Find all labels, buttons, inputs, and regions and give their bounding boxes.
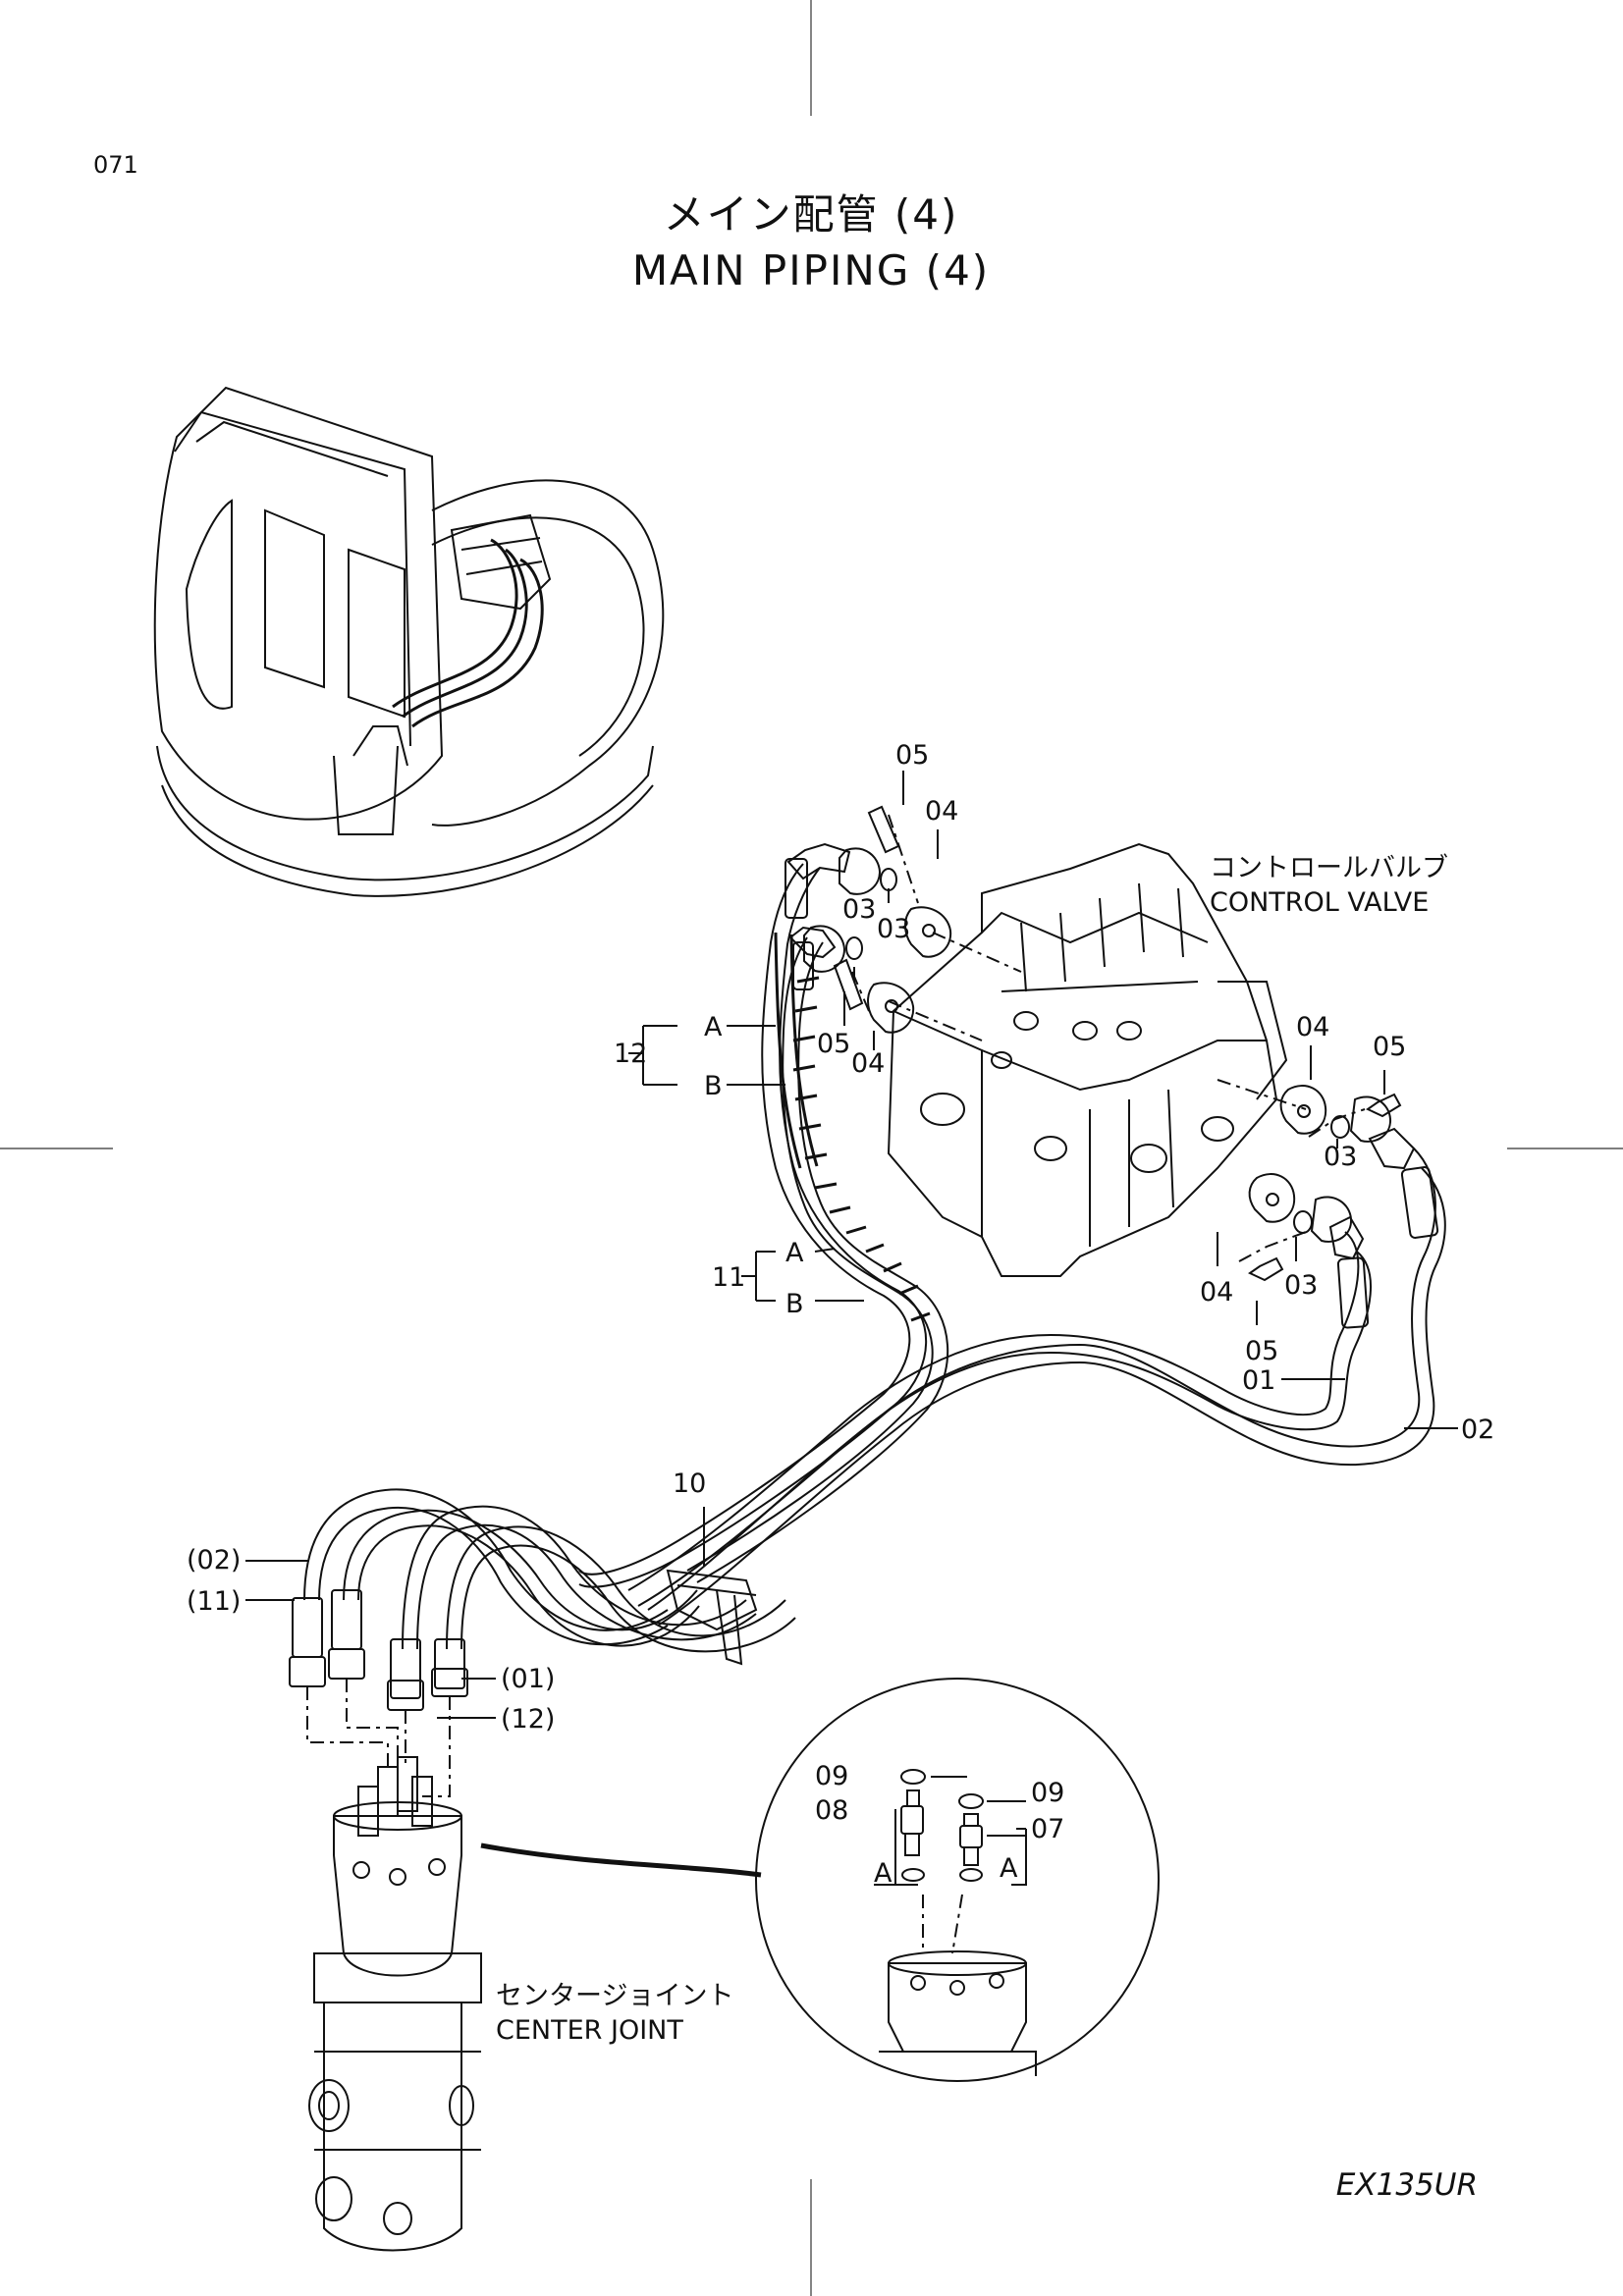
callout-05-top: 05 xyxy=(895,740,929,771)
title-japanese: メイン配管 (4) xyxy=(664,190,959,239)
callout-12-a: A xyxy=(704,1012,723,1042)
callout-leaders xyxy=(245,771,1458,1886)
center-joint-label-jp: センタージョイント xyxy=(496,1981,733,2011)
callout-p02: (02) xyxy=(187,1545,241,1575)
detail-view xyxy=(755,1678,1160,2082)
callout-04-mid: 04 xyxy=(851,1048,885,1079)
control-valve-drawing xyxy=(887,842,1307,1277)
upper-fittings xyxy=(803,805,952,1034)
callout-05-lower: 05 xyxy=(1245,1336,1278,1366)
detail-leader xyxy=(480,1842,762,1878)
callout-09-right: 09 xyxy=(1031,1778,1064,1808)
right-fittings xyxy=(1238,1085,1402,1282)
callout-03-top-2: 03 xyxy=(877,914,910,944)
callout-02: 02 xyxy=(1461,1415,1494,1445)
callout-07: 07 xyxy=(1031,1814,1064,1844)
callout-09-left: 09 xyxy=(815,1761,848,1791)
model-number: EX135UR xyxy=(1336,2167,1478,2203)
callout-05-right: 05 xyxy=(1373,1032,1406,1062)
title-english: MAIN PIPING (4) xyxy=(632,246,990,294)
callout-11-b: B xyxy=(785,1289,804,1319)
callout-04-top: 04 xyxy=(925,796,958,827)
callout-03-right: 03 xyxy=(1324,1142,1357,1172)
callout-04-right: 04 xyxy=(1296,1012,1329,1042)
excavator-overview xyxy=(153,386,665,897)
callout-12-b: B xyxy=(704,1071,723,1101)
callout-p11: (11) xyxy=(187,1586,241,1617)
callout-a-left: A xyxy=(874,1858,893,1889)
callout-03-lower: 03 xyxy=(1284,1270,1318,1301)
hose-fittings-top xyxy=(784,842,1439,1329)
callout-10: 10 xyxy=(673,1468,706,1499)
control-valve-label-jp: コントロールバルブ xyxy=(1210,853,1448,883)
callout-p12: (12) xyxy=(501,1704,555,1735)
callout-p01: (01) xyxy=(501,1664,555,1694)
callout-04-lower: 04 xyxy=(1200,1277,1233,1308)
callout-03-top-1: 03 xyxy=(842,894,876,925)
callout-a-right: A xyxy=(1000,1853,1018,1884)
callout-11-a: A xyxy=(785,1238,804,1268)
center-joint-drawing xyxy=(308,1756,482,2252)
callout-01: 01 xyxy=(1242,1365,1275,1396)
hose-clamp xyxy=(666,1569,758,1666)
page-number: 071 xyxy=(93,151,138,179)
hose-fittings-bottom xyxy=(289,1589,468,1797)
callout-11: 11 xyxy=(712,1262,745,1293)
control-valve-label-en: CONTROL VALVE xyxy=(1210,887,1429,918)
callout-05-mid: 05 xyxy=(817,1029,850,1059)
hoses xyxy=(303,863,1446,1653)
callout-12: 12 xyxy=(614,1039,647,1069)
callout-numbers: 05 04 03 03 05 04 04 05 03 04 03 05 01 0… xyxy=(187,740,1494,1889)
center-joint-label-en: CENTER JOINT xyxy=(496,2015,683,2046)
callout-08: 08 xyxy=(815,1795,848,1826)
